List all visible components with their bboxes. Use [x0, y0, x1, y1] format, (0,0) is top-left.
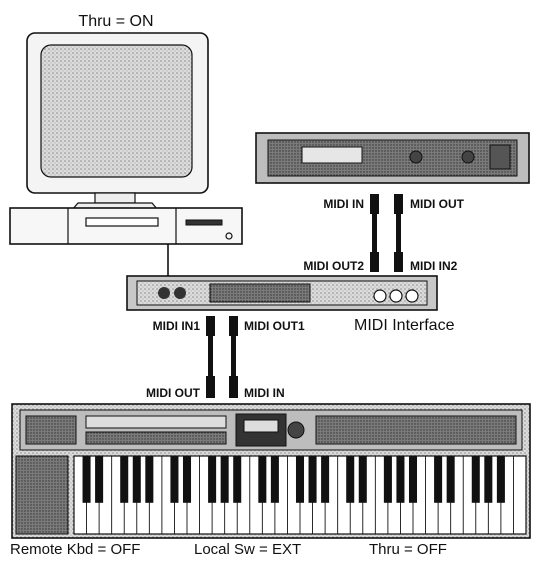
midi-interface: [127, 276, 437, 310]
black-key: [233, 456, 241, 503]
black-key: [145, 456, 153, 503]
drive-bay-slot: [186, 220, 222, 225]
computer-monitor: [27, 33, 208, 210]
black-key: [346, 456, 354, 503]
keyboard-midi-out-label: MIDI OUT: [146, 386, 201, 400]
black-key: [133, 456, 141, 503]
black-key: [271, 456, 279, 503]
pitch-mod-wheels: [16, 456, 68, 534]
module-midi-out-label: MIDI OUT: [410, 197, 465, 211]
thru-setting: Thru = OFF: [369, 541, 447, 558]
black-key: [434, 456, 442, 503]
black-key: [472, 456, 480, 503]
black-key: [258, 456, 266, 503]
keyboard-synthesizer: [12, 404, 530, 538]
black-key: [120, 456, 128, 503]
black-key: [183, 456, 191, 503]
black-key: [497, 456, 505, 503]
black-key: [95, 456, 103, 503]
module-display: [302, 147, 362, 163]
keyboard-display: [244, 420, 278, 432]
remote-kbd-setting: Remote Kbd = OFF: [10, 541, 140, 558]
black-key: [83, 456, 91, 503]
module-cables: [370, 194, 403, 272]
black-key: [321, 456, 329, 503]
keyboard-midi-in-label: MIDI IN: [244, 386, 285, 400]
local-sw-setting: Local Sw = EXT: [194, 541, 301, 558]
interface-midi-out2-label: MIDI OUT2: [303, 259, 364, 273]
interface-midi-in1-label: MIDI IN1: [153, 319, 201, 333]
black-key: [396, 456, 404, 503]
black-key: [221, 456, 229, 503]
black-key: [447, 456, 455, 503]
interface-midi-in2-label: MIDI IN2: [410, 259, 458, 273]
interface-midi-out1-label: MIDI OUT1: [244, 319, 305, 333]
black-key: [208, 456, 216, 503]
black-key: [409, 456, 417, 503]
sound-module: [256, 133, 529, 183]
computer-base: [10, 208, 242, 244]
keyboard-cables: [206, 316, 238, 398]
black-key: [309, 456, 317, 503]
black-key: [484, 456, 492, 503]
computer-thru-label: Thru = ON: [78, 13, 153, 30]
midi-interface-label: MIDI Interface: [354, 317, 455, 334]
black-key: [384, 456, 392, 503]
black-key: [359, 456, 367, 503]
black-key: [296, 456, 304, 503]
monitor-screen: [41, 45, 192, 177]
module-midi-in-label: MIDI IN: [323, 197, 364, 211]
black-key: [170, 456, 178, 503]
disk-drive-slot: [86, 218, 158, 226]
